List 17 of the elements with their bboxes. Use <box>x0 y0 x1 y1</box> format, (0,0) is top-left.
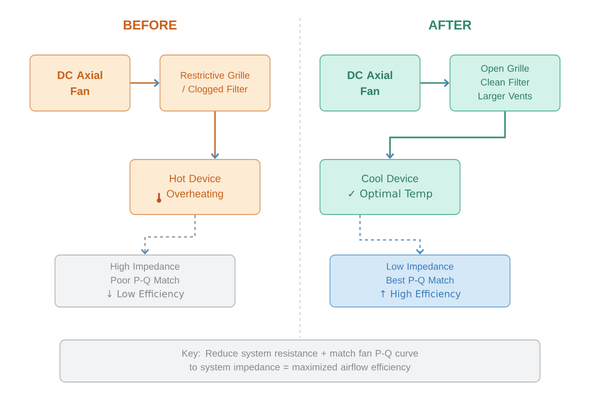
result-box: High Impedance Poor P-Q Match ↓ Low Efficiency <box>54 254 236 308</box>
arrow <box>386 111 506 160</box>
process-box: Restrictive Grille / Clogged Filter <box>160 54 270 112</box>
arrow <box>130 78 160 88</box>
section-heading: AFTER <box>428 20 472 30</box>
arrow <box>210 111 220 160</box>
arrow <box>420 78 450 88</box>
process-box: Open Grille Clean Filter Larger Vents <box>450 54 560 112</box>
section-heading: BEFORE <box>124 20 177 30</box>
arrow <box>140 214 196 255</box>
arrow <box>359 214 424 255</box>
key-note-box: Key: Reduce system resistance + match fan P-Q curve to system impedance = maximized airflow efficiency <box>60 340 540 382</box>
process-box: Hot Device Overheating <box>130 159 260 215</box>
process-box: DC Axial Fan <box>30 54 130 112</box>
process-box: DC Axial Fan <box>320 54 420 112</box>
process-box: Cool Device ✓ Optimal Temp <box>320 159 460 215</box>
result-box: Low Impedance Best P-Q Match ↑ High Efficiency <box>330 254 510 308</box>
